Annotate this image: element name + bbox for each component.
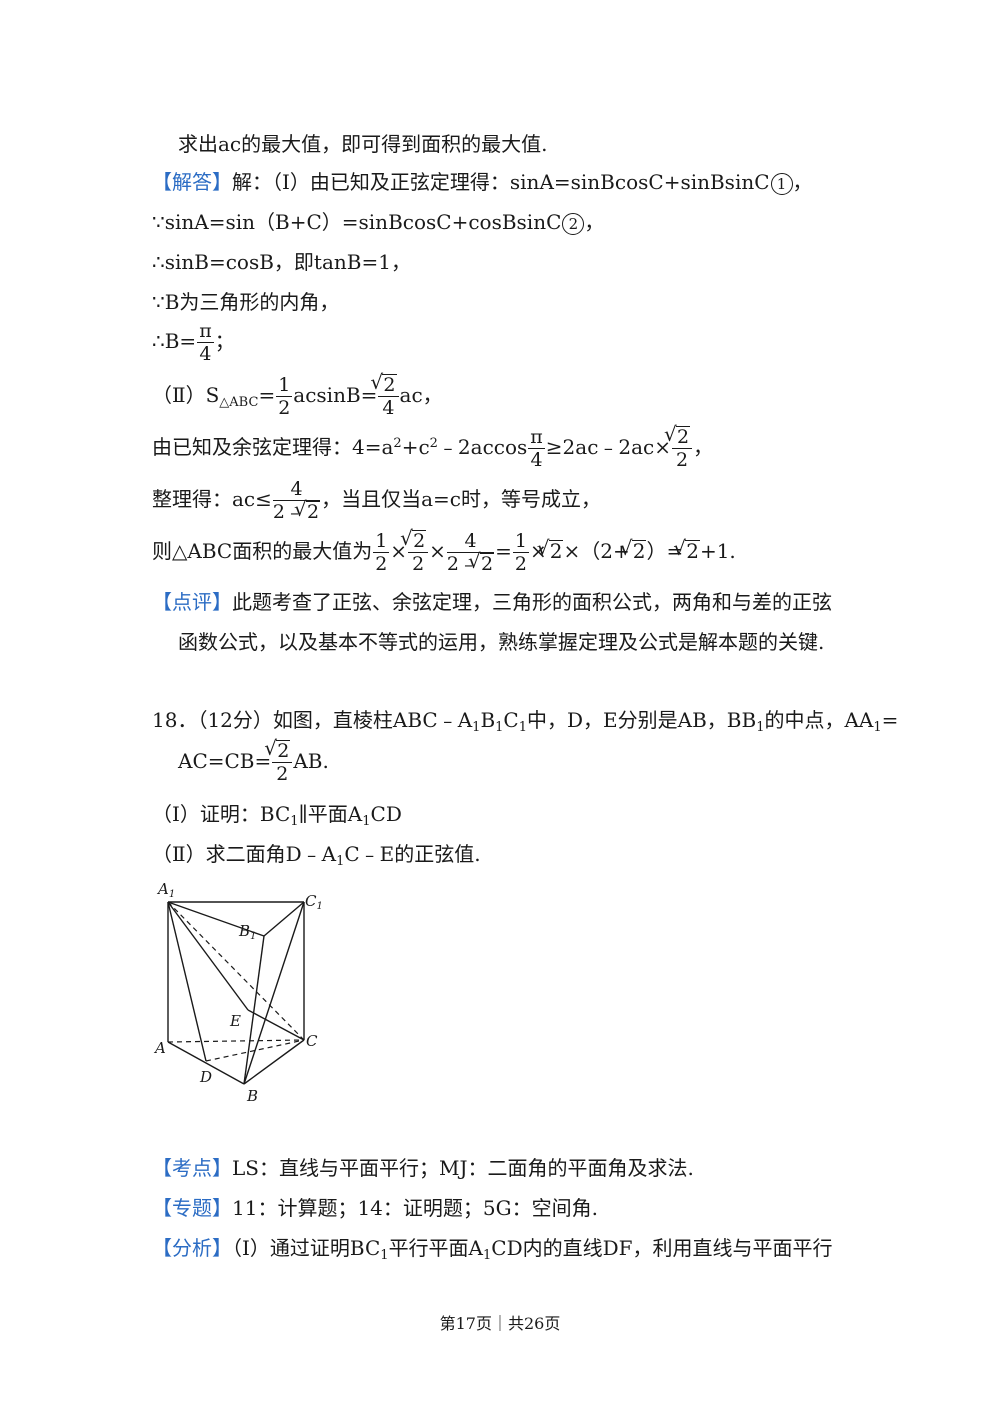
prism-figure: A1 C1 B1 E C A D B [153,880,323,1105]
label-A1: A1 [156,880,175,900]
page-footer: 第17页｜共26页 [439,1314,561,1333]
label-D: D [199,1068,212,1086]
kaodian-tag: 【考点】 [152,1156,232,1180]
comment-tag: 【点评】 [152,590,232,614]
text-line: 整理得：ac≤42﹣2，当且仅当a=c时，等号成立， [152,478,601,523]
label-C1: C1 [305,892,323,912]
fraction: 22 [664,424,693,471]
fraction: 22 [400,528,429,575]
fraction: 22 [264,738,293,785]
zhuanti-tag: 【专题】 [152,1196,232,1220]
label-B1: B1 [238,922,256,942]
text-line: （Ⅱ）求二面角D﹣A1C﹣E的正弦值. [152,842,481,869]
fraction: 42﹣2 [446,530,495,575]
text-line: 函数公式，以及基本不等式的运用，熟练掌握定理及公式是解本题的关键. [178,630,825,654]
answer-line: 【解答】解：（Ⅰ）由已知及正弦定理得：sinA=sinBcosC+sinBsin… [152,170,813,195]
fenxi-line: 【分析】（Ⅰ）通过证明BC1平行平面A1CD内的直线DF，利用直线与平面平行 [152,1236,833,1263]
label-C: C [306,1032,318,1050]
comment-line: 【点评】此题考查了正弦、余弦定理，三角形的面积公式，两角和与差的正弦 [152,590,832,614]
fenxi-tag: 【分析】 [152,1236,232,1260]
kaodian-line: 【考点】LS：直线与平面平行；MJ：二面角的平面角及求法. [152,1156,694,1180]
text-line: 求出ac的最大值，即可得到面积的最大值. [178,132,548,156]
label-A: A [153,1039,166,1057]
text-line: ∵B为三角形的内角， [152,290,340,314]
fraction: 42﹣2 [272,478,321,523]
label-E: E [229,1012,241,1030]
text-line: （Ⅰ）证明：BC1∥平面A1CD [152,802,402,829]
answer-tag: 【解答】 [152,170,232,194]
circled-number: 1 [770,172,793,195]
circled-number: 2 [562,212,585,235]
label-B: B [246,1087,258,1105]
zhuanti-line: 【专题】11：计算题；14：证明题；5G：空间角. [152,1196,598,1220]
question-18: 18．（12分）如图，直棱柱ABC﹣A1B1C1中，D，E分别是AB，BB1的中… [152,708,899,735]
text-line: ∴sinB=cosB，即tanB=1， [152,250,411,274]
fraction: 24 [370,372,399,419]
